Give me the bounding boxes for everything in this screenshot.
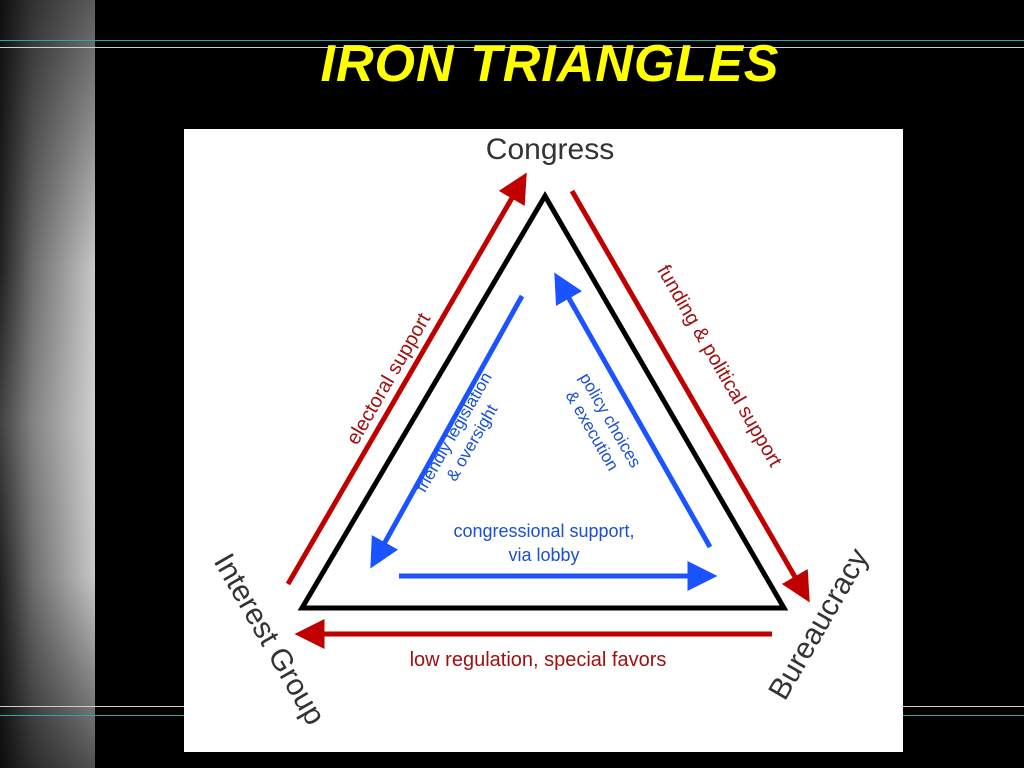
slide-title: IRON TRIANGLES bbox=[320, 35, 780, 93]
top-rule-line-1 bbox=[0, 40, 1024, 41]
node-interest-group: Interest Group bbox=[207, 548, 331, 731]
label-electoral-support: electoral support bbox=[342, 309, 435, 448]
top-rule-line-2 bbox=[0, 47, 1024, 48]
label-congressional-support-1: congressional support, bbox=[453, 521, 634, 541]
electoral-support-arrow bbox=[285, 172, 527, 586]
iron-triangle-diagram: Congress Interest Group Bureaucracy elec… bbox=[207, 133, 875, 731]
triangle-outline bbox=[297, 191, 789, 611]
node-congress: Congress bbox=[486, 133, 614, 166]
label-low-regulation: low regulation, special favors bbox=[410, 649, 667, 671]
diagram-panel: Congress Interest Group Bureaucracy elec… bbox=[184, 129, 903, 752]
label-congressional-support-2: via lobby bbox=[508, 545, 579, 565]
policy-choices-arrow bbox=[554, 272, 713, 549]
friendly-legislation-arrow bbox=[370, 294, 525, 569]
funding-support-arrow bbox=[569, 189, 810, 603]
node-bureaucracy: Bureaucracy bbox=[762, 543, 875, 705]
left-gradient-band bbox=[0, 0, 95, 768]
